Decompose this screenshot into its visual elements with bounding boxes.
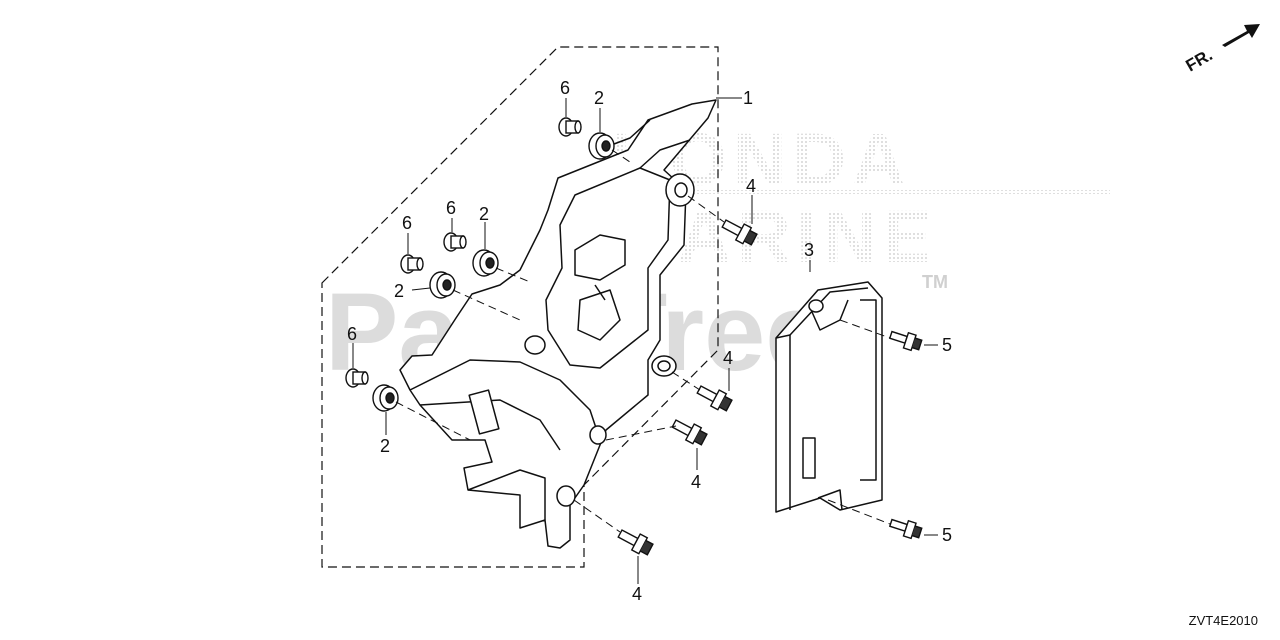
control-module [775, 281, 883, 513]
callout-part-2: 2 [394, 281, 404, 301]
watermark: HONDA MARINE PartsTree TM [325, 118, 1110, 394]
leader-lines [352, 97, 938, 584]
callout-part-1: 1 [743, 88, 753, 108]
callout-part-2: 2 [380, 436, 390, 456]
callout-part-6: 6 [560, 78, 570, 98]
grommet-2-c [429, 271, 456, 299]
callouts: 1 2 2 2 2 3 4 4 4 4 5 5 6 6 6 6 [347, 78, 952, 604]
grommet-2-d [372, 384, 399, 412]
collar-6-d [345, 368, 369, 388]
callout-part-4: 4 [632, 584, 642, 604]
assembly-lines [395, 149, 891, 533]
collar-6-a [558, 117, 582, 137]
callout-part-2: 2 [594, 88, 604, 108]
bolt-5-lower [888, 518, 923, 540]
bolt-5-upper [888, 330, 923, 352]
bolt-4-lower [671, 419, 708, 446]
grommet-2-b [472, 249, 499, 277]
front-label: FR. [1183, 45, 1216, 75]
watermark-trademark: TM [922, 272, 948, 292]
callout-part-5: 5 [942, 525, 952, 545]
collar-6-b [443, 232, 467, 252]
callout-part-2: 2 [479, 204, 489, 224]
collar-6-c [400, 254, 424, 274]
bolt-4-upper [721, 219, 758, 246]
callout-part-6: 6 [446, 198, 456, 218]
callout-part-4: 4 [691, 472, 701, 492]
watermark-divider [625, 190, 1110, 194]
callout-part-4: 4 [723, 348, 733, 368]
callout-part-3: 3 [804, 240, 814, 260]
bolt-4-bottom [617, 529, 654, 556]
drawing-code: ZVT4E2010 [1188, 613, 1258, 628]
callout-part-4: 4 [746, 176, 756, 196]
callout-part-6: 6 [402, 213, 412, 233]
bolt-4-middle [696, 385, 733, 412]
front-arrow-icon [1222, 24, 1260, 47]
front-orientation-marker: FR. [1183, 24, 1260, 75]
main-bracket [399, 99, 717, 549]
grommet-2-a [588, 132, 615, 160]
callout-part-6: 6 [347, 324, 357, 344]
callout-part-5: 5 [942, 335, 952, 355]
